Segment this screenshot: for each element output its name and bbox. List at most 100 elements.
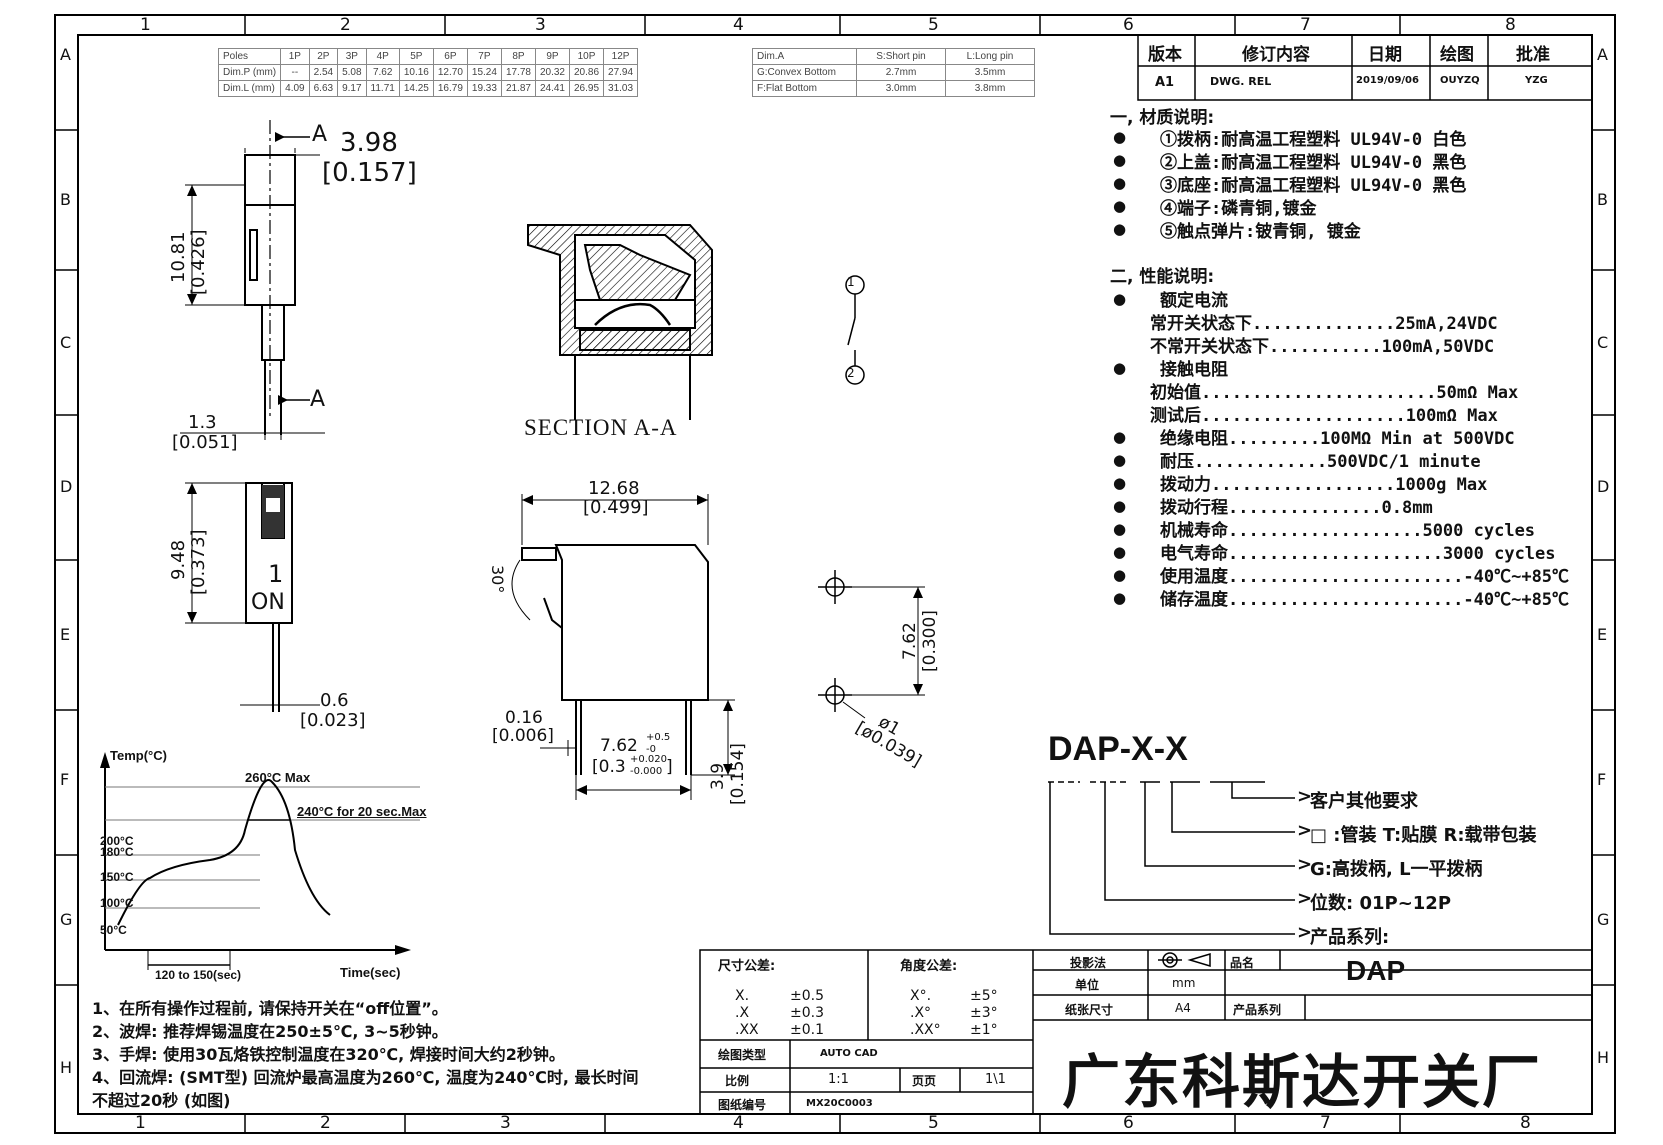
dim-pitch: 7.62	[600, 736, 638, 756]
profile-level: 50°C	[100, 923, 127, 937]
tol-key: .X°	[910, 1005, 932, 1021]
projection-label: 投影法	[1070, 956, 1107, 970]
table-row: Poles 1P 2P 3P 4P 5P 6P 7P 8P 9P 10P 12P	[217, 48, 639, 65]
dim-pitch-in-close: ]	[666, 757, 673, 777]
arrow-icon: >	[1297, 922, 1313, 943]
row-label-left: B	[60, 190, 71, 209]
table-cell: 15.24	[466, 64, 502, 81]
table-cell: 4.09	[280, 80, 310, 97]
tol-value: ±0.1	[790, 1022, 824, 1038]
bullet-icon: ●	[1113, 128, 1127, 146]
row-label-left: H	[60, 1058, 73, 1077]
table-cell: 14.25	[398, 80, 434, 97]
tol-key: .XX	[735, 1022, 759, 1038]
dim-angle: 30°	[488, 565, 507, 594]
performance-item: 耐压.............500VDC/1 minute	[1160, 452, 1481, 472]
software-value: AUTO CAD	[820, 1048, 878, 1059]
tol-value: ±1°	[970, 1022, 998, 1038]
table-cell: F:Flat Bottom	[752, 80, 857, 97]
bullet-icon: ●	[1113, 290, 1127, 308]
performance-item: 使用温度.......................-40℃~+85℃	[1160, 567, 1570, 587]
col-label-bottom: 2	[320, 1113, 331, 1133]
switch-pin-2: 2	[847, 366, 855, 380]
angle-tolerance-label: 角度公差:	[900, 959, 958, 974]
table-row: Dim.P (mm) -- 2.54 5.08 7.62 10.16 12.70…	[217, 64, 639, 81]
paper-value: A4	[1175, 1001, 1191, 1015]
dim-pitch-in-tol-dn: -0.000	[630, 766, 663, 777]
profile-peak: 260°C Max	[245, 770, 311, 785]
note-line: 1、在所有操作过程前, 请保持开关在“off位置”。	[92, 999, 448, 1018]
table-cell: 6.63	[308, 80, 339, 97]
bullet-icon: ●	[1113, 474, 1127, 492]
dim-pitch-in: [0.3	[592, 757, 626, 777]
table-cell: 12P	[603, 48, 639, 65]
material-item: ②上盖:耐高温工程塑料 UL94V-0 黑色	[1160, 153, 1467, 173]
scale-label: 比例	[725, 1074, 750, 1088]
col-label-top: 5	[928, 15, 939, 35]
contact-resistance-label: 接触电阻	[1160, 360, 1228, 380]
series-label: 产品系列	[1233, 1003, 1282, 1017]
table-cell: S:Short pin	[856, 48, 946, 65]
contact-line: 测试后....................100mΩ Max	[1150, 406, 1498, 426]
pin-length-table: Dim.A S:Short pin L:Long pin G:Convex Bo…	[752, 48, 1035, 97]
table-cell: Poles	[217, 48, 282, 65]
col-label-top: 8	[1505, 15, 1516, 35]
row-label-right: D	[1597, 477, 1610, 496]
revision-header: 批准	[1516, 45, 1550, 65]
col-label-bottom: 3	[500, 1113, 511, 1133]
profile-dwell: 240°C for 20 sec.Max	[297, 804, 427, 819]
section-marker: A	[312, 122, 328, 147]
table-cell: Dim.A	[752, 48, 857, 65]
table-row: G:Convex Bottom 2.7mm 3.5mm	[752, 64, 1035, 81]
table-cell: 6P	[432, 48, 468, 65]
profile-preheat: 120 to 150(sec)	[155, 968, 242, 982]
row-label-left: D	[60, 477, 73, 496]
revision-header: 版本	[1148, 45, 1182, 65]
dim-pin-length-in: [0.154]	[728, 743, 748, 805]
col-label-top: 6	[1123, 15, 1134, 35]
row-label-left: G	[60, 910, 73, 929]
table-cell: 24.41	[534, 80, 571, 97]
tol-value: ±5°	[970, 988, 998, 1004]
performance-item: 电气寿命.....................3000 cycles	[1160, 544, 1556, 564]
section-marker: A	[310, 387, 326, 412]
dim-body-width: 12.68	[588, 478, 640, 499]
row-label-right: A	[1597, 45, 1608, 64]
col-label-bottom: 5	[928, 1113, 939, 1133]
rated-current-label: 额定电流	[1160, 291, 1228, 311]
performance-item: 储存温度.......................-40℃~+85℃	[1160, 590, 1570, 610]
note-line: 2、波焊: 推荐焊锡温度在250±5℃, 3~5秒钟。	[92, 1022, 448, 1041]
table-cell: 2.7mm	[856, 64, 946, 81]
dim-body-width-in: [0.499]	[583, 497, 649, 518]
material-item: ③底座:耐高温工程塑料 UL94V-0 黑色	[1160, 176, 1467, 196]
arrow-icon: >	[1297, 820, 1313, 841]
materials-heading: 一, 材质说明:	[1110, 108, 1215, 128]
arrow-icon: >	[1297, 786, 1313, 807]
table-cell: 3P	[337, 48, 367, 65]
performance-heading: 二, 性能说明:	[1110, 267, 1215, 287]
profile-level: 100°C	[100, 896, 134, 910]
tol-key: .XX°	[910, 1022, 941, 1038]
contact-line: 初始值.......................50mΩ Max	[1150, 383, 1519, 403]
table-cell: 16.79	[432, 80, 468, 97]
performance-item: 机械寿命...................5000 cycles	[1160, 521, 1536, 541]
table-cell: 26.95	[568, 80, 605, 97]
table-cell: 19.33	[466, 80, 502, 97]
bullet-icon: ●	[1113, 151, 1127, 169]
dim-pin-thickness: 0.16	[505, 708, 543, 728]
drawing-number-value: MX20C0003	[806, 1098, 873, 1109]
table-cell: 31.03	[603, 80, 639, 97]
table-cell: 27.94	[603, 64, 639, 81]
revision-header: 日期	[1368, 45, 1402, 65]
page-value: 1\1	[985, 1072, 1006, 1087]
dim-pin-width-in: [0.051]	[172, 432, 238, 453]
paper-label: 纸张尺寸	[1065, 1003, 1114, 1017]
table-cell: --	[280, 64, 310, 81]
col-label-bottom: 4	[733, 1113, 744, 1133]
table-cell: 9P	[534, 48, 571, 65]
pole-dimension-table: Poles 1P 2P 3P 4P 5P 6P 7P 8P 9P 10P 12P…	[217, 48, 639, 97]
bullet-icon: ●	[1113, 566, 1127, 584]
note-line: 3、手焊: 使用30瓦烙铁控制温度在320℃, 焊接时间大约2秒钟。	[92, 1045, 565, 1064]
row-label-left: A	[60, 45, 71, 64]
table-cell: 1P	[280, 48, 310, 65]
